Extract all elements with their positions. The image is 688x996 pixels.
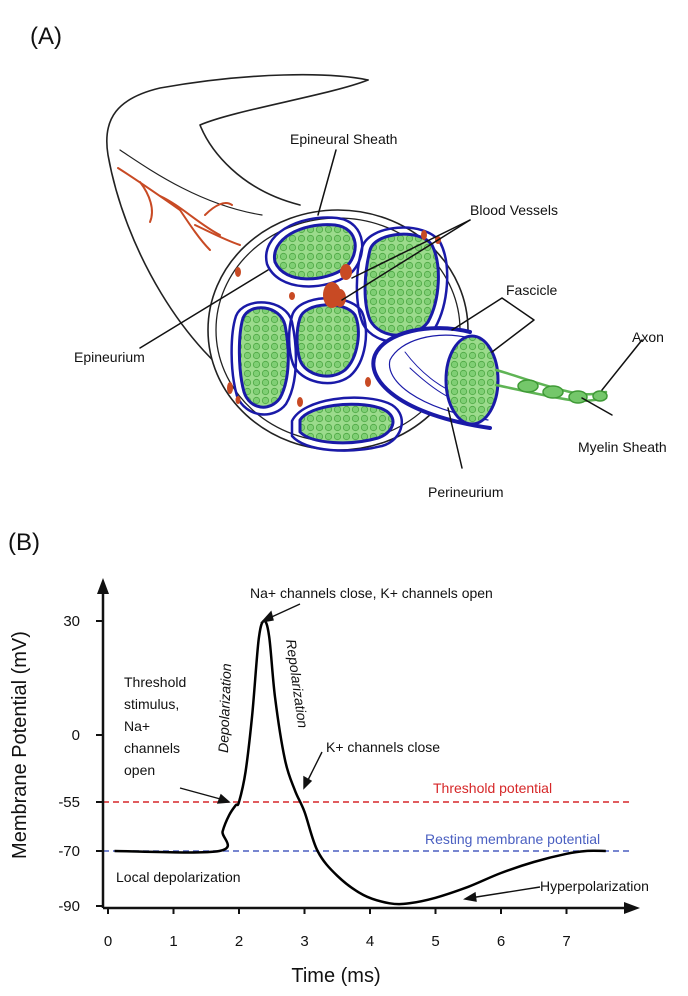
y-axis-title: Membrane Potential (mV) <box>9 631 31 859</box>
y-tick-label: 0 <box>72 727 80 744</box>
y-tick-label: 30 <box>63 613 80 630</box>
annotation-arrows <box>179 603 541 902</box>
annotation-resting-potential: Resting membrane potential <box>425 831 600 847</box>
threshold-stimulus-line-5: open <box>124 762 155 778</box>
nerve-illustration <box>106 73 643 469</box>
x-tick-label: 6 <box>497 933 505 950</box>
panel-b-label: (B) <box>8 529 40 556</box>
fascicle-bottom <box>290 396 404 452</box>
x-tick-label: 0 <box>104 933 112 950</box>
fascicle-top-left <box>264 216 364 288</box>
y-tick-label: -90 <box>58 898 80 915</box>
annotation-depolarization: Depolarization <box>215 663 234 753</box>
threshold-stimulus-line-3: Na+ <box>124 718 150 734</box>
annotation-repolarization: Repolarization <box>283 638 311 729</box>
cross-section-vessels <box>227 230 441 407</box>
action-potential-curve <box>114 619 606 906</box>
threshold-stimulus-line-1: Threshold <box>124 674 186 690</box>
panel-a-label: (A) <box>30 23 62 50</box>
label-axon: Axon <box>632 329 664 345</box>
nerve-trunk-inner <box>119 149 263 216</box>
fascicle-left <box>230 301 298 416</box>
x-tick-label: 3 <box>300 933 308 950</box>
nerve-trunk <box>106 73 369 393</box>
x-tick-label: 5 <box>431 933 439 950</box>
x-tick-label: 4 <box>366 933 374 950</box>
label-epineural-sheath: Epineural Sheath <box>290 131 397 147</box>
threshold-stimulus-line-4: channels <box>124 740 180 756</box>
x-axis-title: Time (ms) <box>291 965 380 987</box>
y-axis-arrow <box>97 578 109 594</box>
action-potential-chart: 30 0 -55 -70 -90 0 1 2 3 4 5 6 7 Time (ms) Membrane… <box>9 578 649 987</box>
x-tick-label: 2 <box>235 933 243 950</box>
label-blood-vessels: Blood Vessels <box>470 202 558 218</box>
x-tick-label: 7 <box>562 933 570 950</box>
y-tick-label: -70 <box>58 843 80 860</box>
annotation-local-depolarization: Local depolarization <box>116 869 241 885</box>
annotation-threshold-potential: Threshold potential <box>433 780 552 796</box>
y-ticks: 30 0 -55 -70 -90 <box>58 613 103 915</box>
annotation-k-close: K+ channels close <box>326 739 440 755</box>
fascicles <box>230 216 449 452</box>
annotation-hyperpolarization: Hyperpolarization <box>540 878 649 894</box>
nerve-trunk-top <box>199 79 369 206</box>
leader-lines <box>139 149 643 469</box>
x-axis-arrow <box>624 902 640 914</box>
label-epineurium: Epineurium <box>74 349 145 365</box>
tail-vessels <box>117 167 241 251</box>
panel-a-labels: Epineural Sheath Blood Vessels Fascicle … <box>74 131 667 500</box>
extracted-fascicle <box>371 326 500 430</box>
fascicle-face <box>444 334 500 426</box>
y-tick-label: -55 <box>58 794 80 811</box>
myelin-segments <box>517 379 608 404</box>
label-perineurium: Perineurium <box>428 484 503 500</box>
annotation-threshold-stimulus: Threshold stimulus, Na+ channels open <box>124 674 186 778</box>
x-tick-label: 1 <box>169 933 177 950</box>
annotation-na-close-k-open: Na+ channels close, K+ channels open <box>250 585 493 601</box>
x-ticks: 0 1 2 3 4 5 6 7 <box>104 908 571 950</box>
threshold-stimulus-line-2: stimulus, <box>124 696 179 712</box>
label-myelin-sheath: Myelin Sheath <box>578 439 667 455</box>
label-fascicle: Fascicle <box>506 282 558 298</box>
